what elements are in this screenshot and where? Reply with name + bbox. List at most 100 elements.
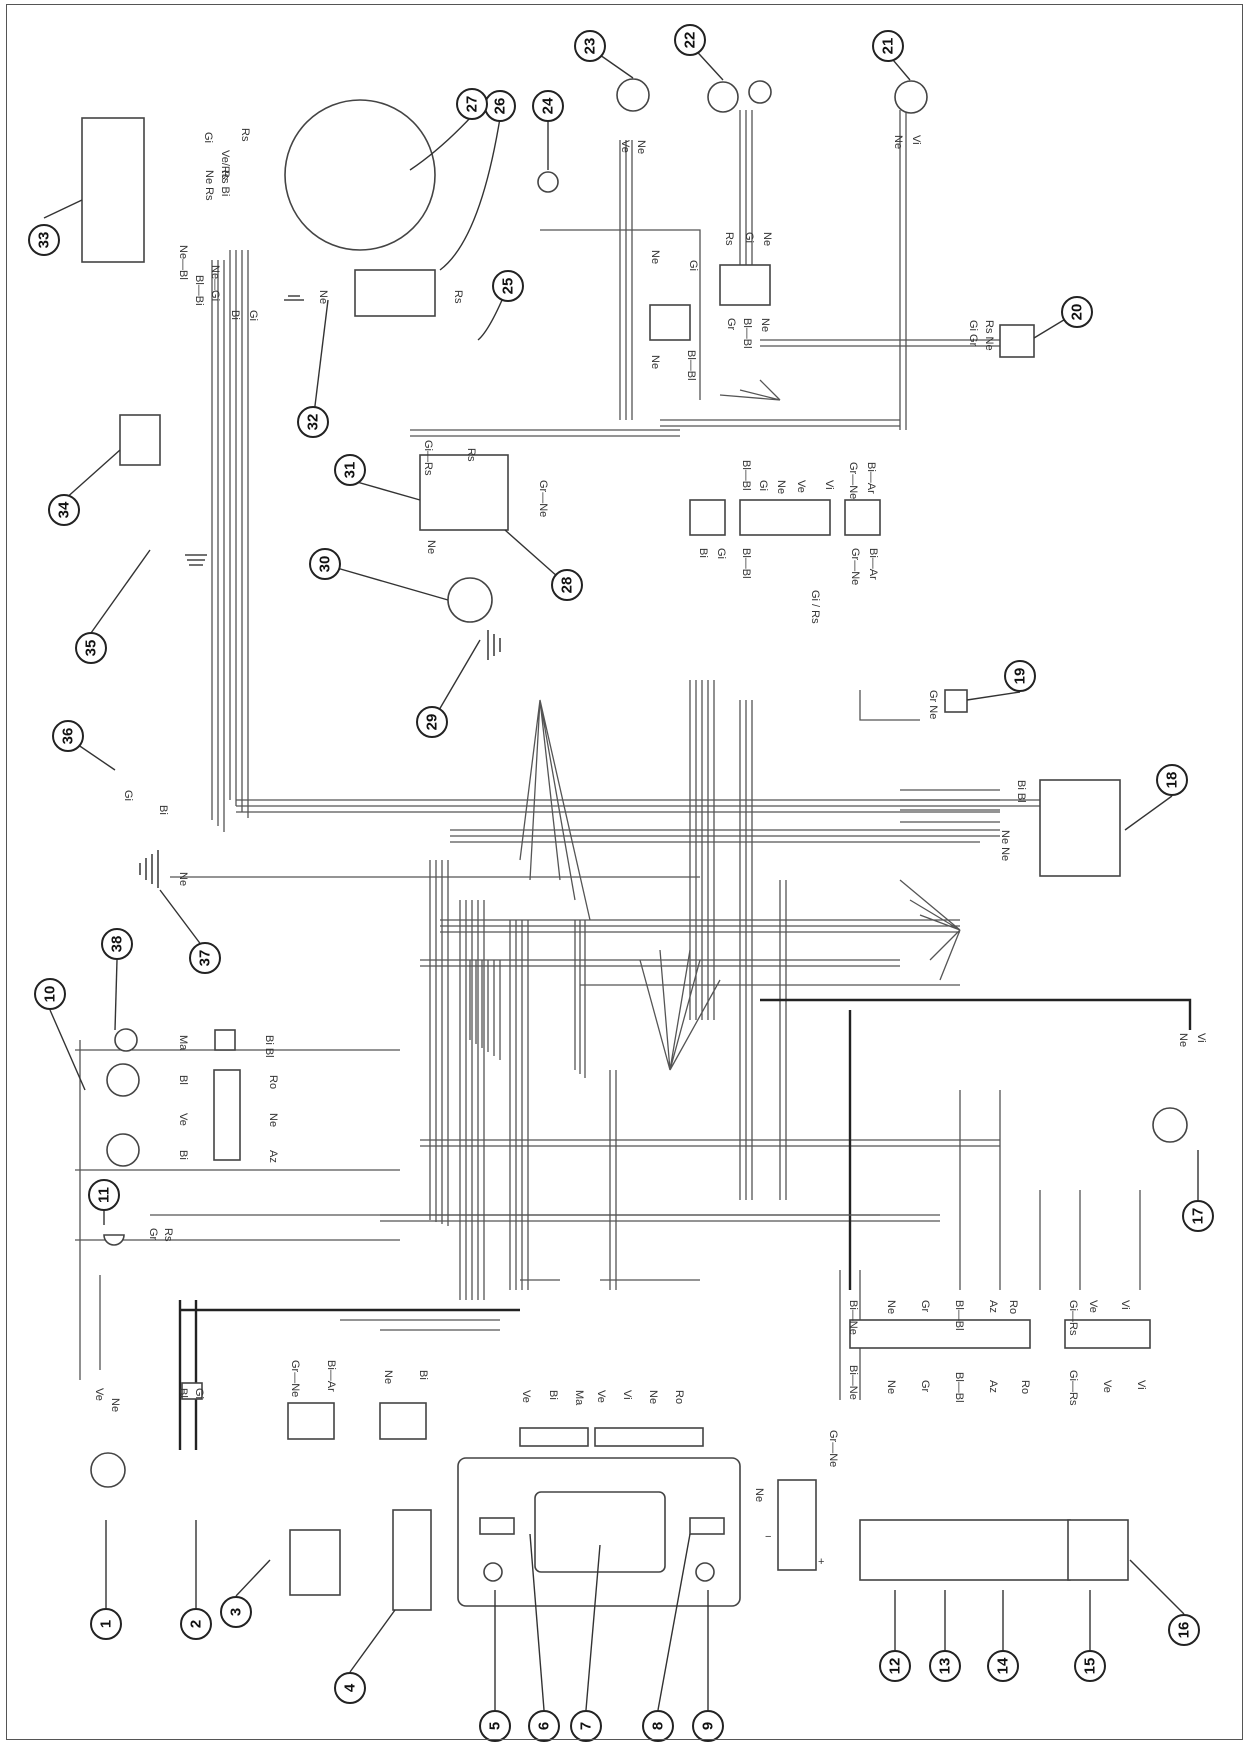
callout-4: 4 xyxy=(334,1672,366,1704)
wire-harness xyxy=(75,110,1192,1450)
lamp-21 xyxy=(894,80,928,114)
lamp-23 xyxy=(616,78,650,112)
indicator-8 xyxy=(689,1517,725,1535)
svg-text:9: 9 xyxy=(700,1722,717,1730)
lamp-38 xyxy=(114,1028,138,1052)
wire-label: Bi—Ar xyxy=(865,462,877,494)
callout-36: 36 xyxy=(52,720,84,752)
wire-label: Gi xyxy=(247,310,259,321)
lamp-22b xyxy=(748,80,772,104)
wire-label: Vi xyxy=(823,480,835,490)
callout-30: 30 xyxy=(309,548,341,580)
wire-label: Ne xyxy=(761,232,773,246)
callout-35: 35 xyxy=(75,632,107,664)
connector-cluster-b xyxy=(594,1427,704,1447)
svg-text:15: 15 xyxy=(1082,1658,1099,1675)
connector-20 xyxy=(999,324,1035,358)
svg-text:27: 27 xyxy=(464,96,481,113)
svg-text:26: 26 xyxy=(492,98,509,115)
wire-label: Ve xyxy=(1101,1380,1113,1393)
wire-label: Gr—Ne xyxy=(849,548,861,585)
wire-label: Gi xyxy=(715,548,727,559)
svg-text:16: 16 xyxy=(1176,1622,1193,1639)
callout-17: 17 xyxy=(1182,1200,1214,1232)
sensor-bulb xyxy=(537,171,559,193)
svg-text:34: 34 xyxy=(56,501,73,518)
ground-29 xyxy=(487,630,501,660)
wire-label: Ne xyxy=(382,1370,394,1384)
lamp-22a xyxy=(707,81,739,113)
lamp-17 xyxy=(1152,1107,1188,1143)
callout-28: 28 xyxy=(551,569,583,601)
callout-11: 11 xyxy=(88,1179,120,1211)
callout-18: 18 xyxy=(1156,764,1188,796)
callout-25: 25 xyxy=(492,270,524,302)
wire-label: Rs Bi xyxy=(219,170,231,196)
wire-label: Gi / Rs xyxy=(809,590,821,624)
diagram-frame xyxy=(6,4,1243,1740)
wire-label: Ve xyxy=(93,1388,105,1401)
svg-text:13: 13 xyxy=(937,1658,954,1675)
voltage-regulator xyxy=(354,269,436,317)
svg-text:18: 18 xyxy=(1164,772,1181,789)
callout-7: 7 xyxy=(570,1710,602,1742)
wire-label: Bi xyxy=(157,805,169,815)
svg-text:24: 24 xyxy=(540,97,557,114)
wire-label: Rs xyxy=(723,232,735,246)
connector-b xyxy=(719,264,771,306)
wire-label: Bl—Bl xyxy=(953,1372,965,1403)
lamp-10a xyxy=(106,1063,140,1097)
lamp-10b xyxy=(106,1133,140,1167)
wire-label: Ne xyxy=(177,872,189,886)
wire-label: Gi—Rs xyxy=(1067,1300,1079,1336)
connector-3 xyxy=(287,1402,335,1440)
battery-plus: + xyxy=(818,1556,824,1568)
svg-text:4: 4 xyxy=(342,1683,359,1692)
callout-22: 22 xyxy=(674,24,706,56)
wire-label: Bl xyxy=(177,1075,189,1085)
wire-label: Bi Bl xyxy=(263,1035,275,1058)
wire-label: Bl—Bl xyxy=(740,548,752,579)
callout-29: 29 xyxy=(416,706,448,738)
ground-35 xyxy=(185,554,207,566)
leader-lines xyxy=(43,43,1199,1711)
wire-label: Ne Rs xyxy=(203,170,215,201)
wire-label: Gr—Ne xyxy=(827,1430,839,1467)
svg-text:2: 2 xyxy=(188,1620,205,1628)
callout-8: 8 xyxy=(642,1710,674,1742)
connector-a xyxy=(649,304,691,341)
wire-label: Ne xyxy=(759,318,771,332)
wire-label: Rs xyxy=(465,448,477,462)
battery xyxy=(777,1479,817,1571)
connector-cluster-a xyxy=(519,1427,589,1447)
connector-small xyxy=(689,499,726,536)
wire-label: Ne xyxy=(885,1380,897,1394)
wire-label: Bl—Bl xyxy=(953,1300,965,1331)
svg-text:37: 37 xyxy=(197,950,214,967)
wire-label: Bl—Bl xyxy=(741,318,753,349)
wire-label: Ne xyxy=(775,480,787,494)
wire-label: Ve xyxy=(619,140,631,153)
wire-label: Bi Bl xyxy=(1015,780,1027,803)
wire-label: Gi—Rs xyxy=(1067,1370,1079,1406)
wire-label: Ne xyxy=(635,140,647,154)
connector-main xyxy=(739,499,831,536)
svg-text:22: 22 xyxy=(682,32,699,49)
wire-label: Bi—Ne xyxy=(847,1300,859,1335)
svg-text:29: 29 xyxy=(424,714,441,731)
wire-label: Ne xyxy=(892,135,904,149)
wire-label: Bi xyxy=(177,1150,189,1160)
lamp-5 xyxy=(483,1562,503,1582)
wire-label: Ve xyxy=(177,1113,189,1126)
wire-label: Gi xyxy=(757,480,769,491)
alternator-stator xyxy=(284,99,436,251)
wire-label: Az xyxy=(987,1300,999,1313)
wire-label: Ne—Bl xyxy=(177,245,189,280)
svg-text:30: 30 xyxy=(317,556,334,573)
svg-text:19: 19 xyxy=(1012,668,1029,685)
fuse-2 xyxy=(181,1382,203,1400)
ignition-coil xyxy=(119,414,161,466)
wire-label: Gi Gr xyxy=(967,320,979,347)
wire-label: Ve xyxy=(1087,1300,1099,1313)
wire-label: Gi xyxy=(743,232,755,243)
